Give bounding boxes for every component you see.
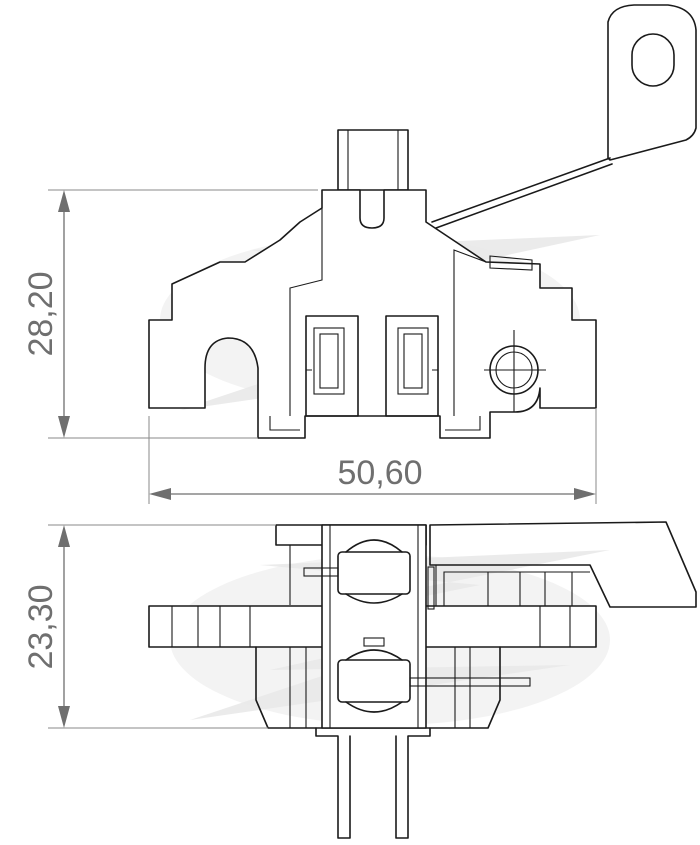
side-dimension-height: 23,30 [22,524,276,729]
side-pin-right [395,727,431,839]
top-height-label: 28,20 [22,271,60,356]
top-brush-holder-right [385,315,439,417]
top-spring-clip [489,255,533,271]
top-lead-wire [431,157,613,229]
side-brush-lower [337,659,411,703]
top-inner-right [453,249,487,416]
top-view [148,4,697,439]
top-hole-centerline [484,330,546,412]
side-spring-rod [409,677,531,687]
top-inner-left [289,208,323,416]
top-body-outline [148,189,597,439]
side-terminal-arm [429,521,697,608]
top-dimension-width: 50,60 [148,408,597,504]
top-terminal-tab [607,4,697,161]
top-dimension-height: 28,20 [22,189,318,439]
top-width-label: 50,60 [337,454,422,492]
side-view [148,521,697,839]
top-terminal-slot [631,33,675,87]
side-brush-upper [337,551,411,595]
side-height-label: 23,30 [22,584,60,669]
top-brush-holder-left [305,315,359,417]
side-pin-left [315,727,351,839]
